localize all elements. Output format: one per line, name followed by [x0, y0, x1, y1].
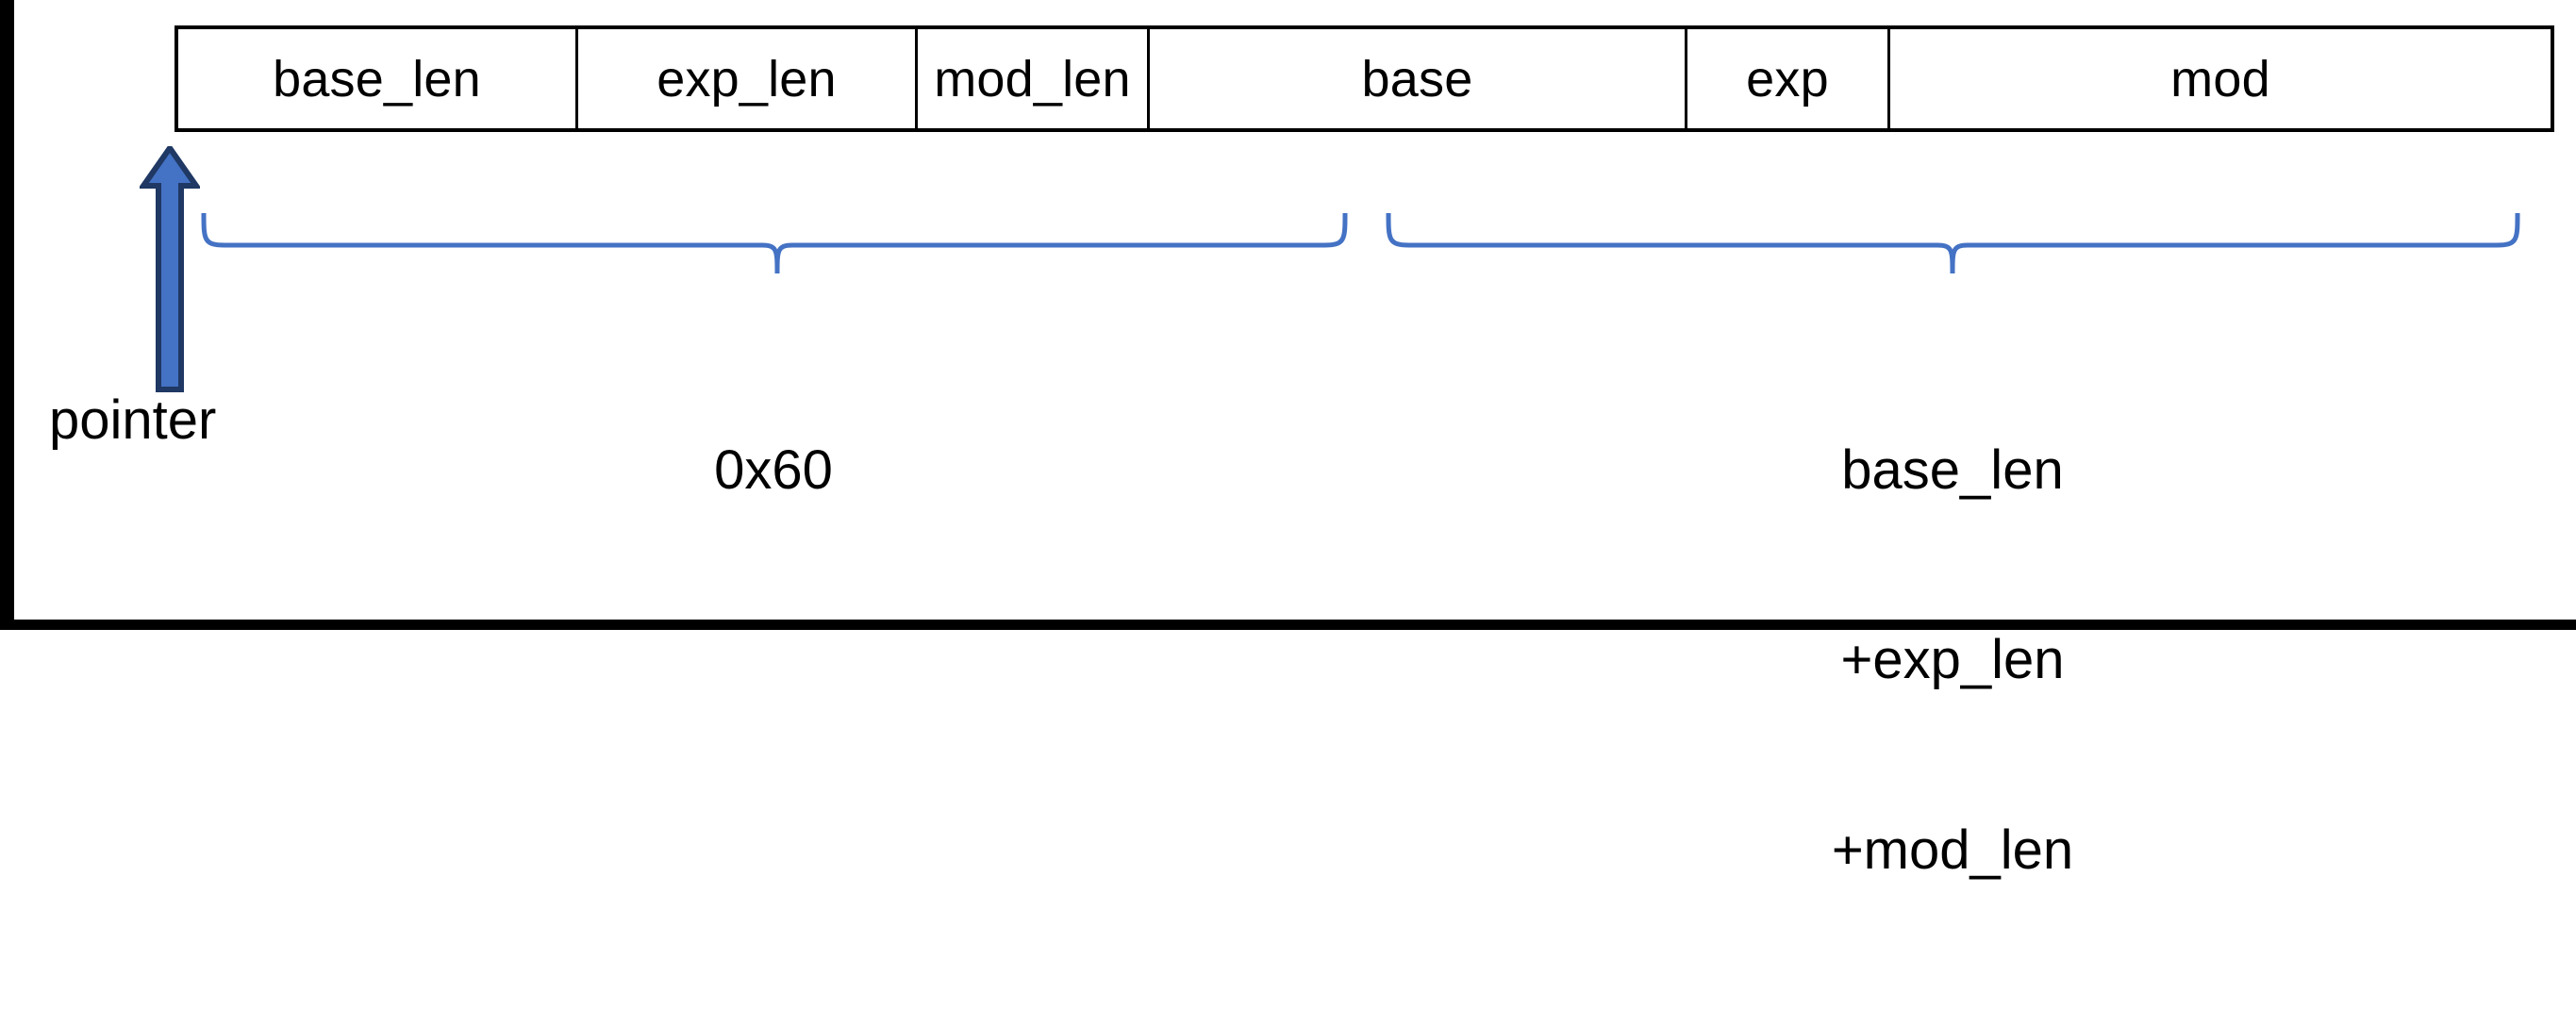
memory-cell-label: mod_len — [934, 50, 1131, 108]
caption-line: +mod_len — [1831, 819, 2074, 882]
memory-cell-label: exp_len — [656, 50, 837, 108]
up-arrow-icon — [140, 146, 200, 392]
memory-cell-label: exp — [1746, 50, 1829, 108]
memory-cell-mod: mod — [1890, 29, 2551, 128]
frame-bottom-border — [0, 620, 2576, 630]
memory-cell-mod-len: mod_len — [918, 29, 1150, 128]
memory-layout-table: base_len exp_len mod_len base exp mod — [175, 25, 2554, 132]
pointer-label: pointer — [49, 389, 217, 451]
memory-cell-base-len: base_len — [178, 29, 578, 128]
header-length-brace — [200, 209, 1349, 277]
payload-length-caption: base_len +exp_len +mod_len — [1670, 311, 2235, 1009]
diagram-canvas: base_len exp_len mod_len base exp mod po… — [0, 0, 2576, 881]
memory-cell-label: base_len — [273, 50, 481, 108]
caption-line: +exp_len — [1840, 629, 2065, 691]
memory-cell-exp-len: exp_len — [578, 29, 918, 128]
memory-cell-label: base — [1361, 50, 1473, 108]
caption-line: 0x60 — [714, 438, 833, 501]
caption-line: base_len — [1841, 438, 2064, 501]
frame-left-border — [0, 0, 14, 630]
payload-length-brace — [1385, 209, 2521, 277]
memory-cell-exp: exp — [1687, 29, 1890, 128]
memory-cell-label: mod — [2170, 50, 2270, 108]
header-length-caption: 0x60 — [490, 311, 1056, 628]
memory-cell-base: base — [1150, 29, 1687, 128]
